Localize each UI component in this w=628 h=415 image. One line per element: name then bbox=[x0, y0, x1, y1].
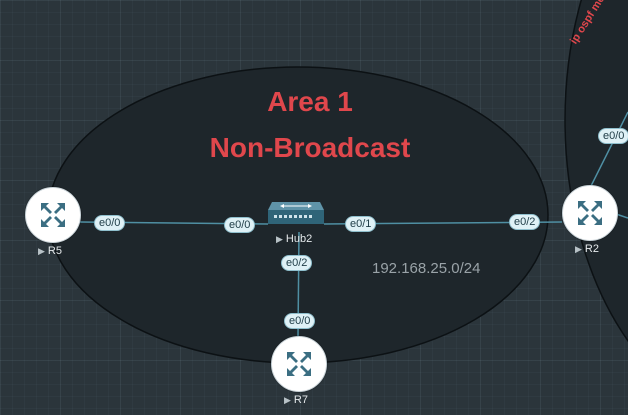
router-icon bbox=[287, 352, 311, 376]
node-name: R2 bbox=[584, 243, 599, 255]
subnet-label: 192.168.25.0/24 bbox=[372, 260, 481, 277]
node-name: R7 bbox=[293, 394, 308, 406]
iface-r7-e0-0[interactable]: e0/0 bbox=[284, 313, 316, 329]
router-icon bbox=[578, 201, 602, 225]
iface-r5-e0-0[interactable]: e0/0 bbox=[94, 215, 126, 231]
router-r2-label: ▶R2 bbox=[575, 243, 599, 255]
link-r2-right bbox=[615, 213, 628, 219]
side-area-ellipse bbox=[564, 0, 628, 342]
iface-r2-e0-2[interactable]: e0/2 bbox=[509, 214, 541, 230]
area-title: Area 1 bbox=[267, 86, 353, 117]
router-r5-label: ▶R5 bbox=[38, 245, 62, 257]
router-r2[interactable] bbox=[562, 185, 618, 241]
play-arrow-icon: ▶ bbox=[284, 395, 291, 405]
iface-hub2-e0-0[interactable]: e0/0 bbox=[224, 217, 256, 233]
node-name: Hub2 bbox=[285, 233, 313, 245]
node-name: R5 bbox=[47, 245, 62, 257]
iface-hub2-e0-2[interactable]: e0/2 bbox=[281, 255, 313, 271]
router-r7[interactable] bbox=[271, 336, 327, 392]
link-r2-offscreen bbox=[587, 111, 628, 193]
hub-icon bbox=[268, 202, 324, 224]
play-arrow-icon: ▶ bbox=[575, 244, 582, 254]
router-icon bbox=[41, 203, 65, 227]
router-r5[interactable] bbox=[25, 187, 81, 243]
play-arrow-icon: ▶ bbox=[38, 246, 45, 256]
iface-hub2-e0-1[interactable]: e0/1 bbox=[345, 216, 377, 232]
hub2-label: ▶Hub2 bbox=[276, 233, 312, 245]
iface-r2-e0-0[interactable]: e0/0 bbox=[598, 128, 628, 144]
area-type-label: Non-Broadcast bbox=[209, 132, 411, 163]
router-r7-label: ▶R7 bbox=[284, 394, 308, 406]
play-arrow-icon: ▶ bbox=[276, 234, 283, 244]
hub2-device[interactable] bbox=[266, 200, 326, 237]
